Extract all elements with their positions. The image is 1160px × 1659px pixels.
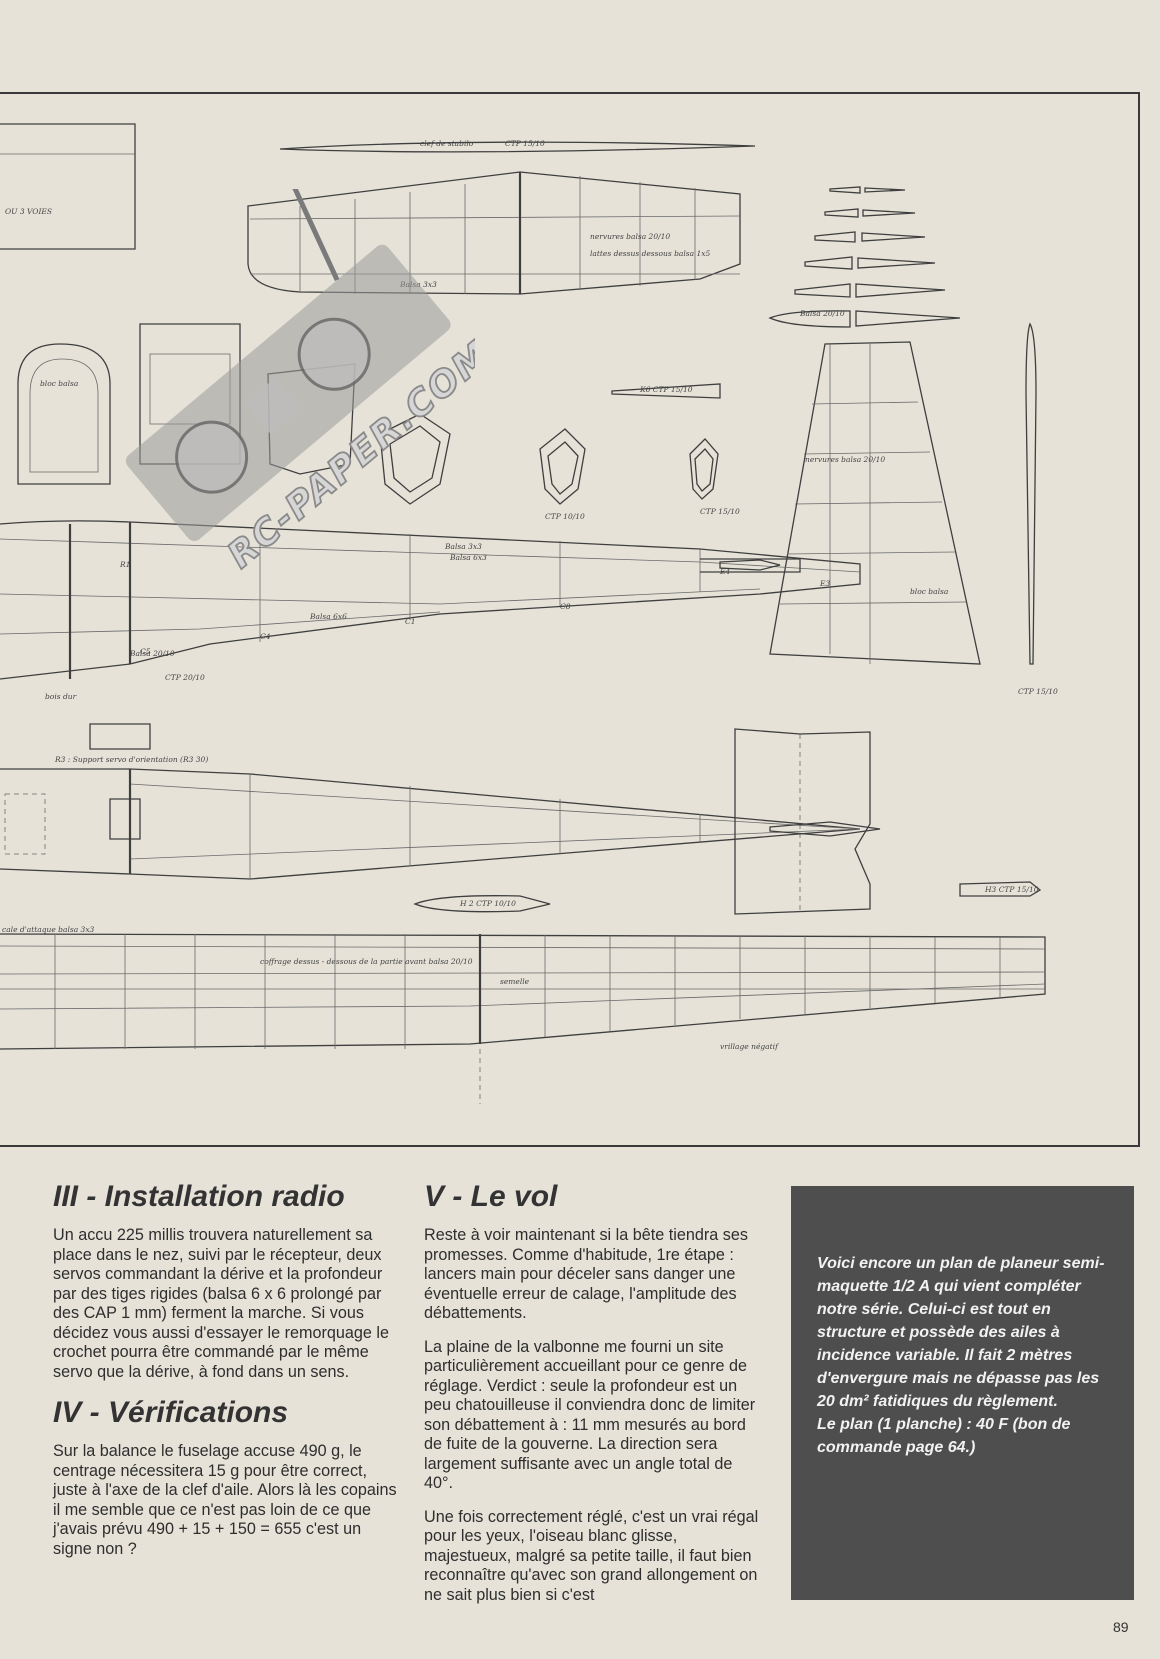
label-c8: C8 (560, 602, 571, 611)
info-box-text: Voici encore un plan de planeur semi-maq… (817, 1255, 1105, 1410)
stab-key-outline (279, 141, 756, 153)
label-k6: K6 CTP 15/10 (639, 385, 693, 394)
label-c5: C5 (140, 647, 151, 656)
label-balsa2-a: Balsa 20/10 (799, 309, 845, 318)
h3-rib (959, 881, 1042, 897)
label-ctp15-fin: CTP 15/10 (1018, 687, 1058, 696)
fuselage-formers: bloc balsa CTP 10/10 CTP 15/10 (17, 323, 740, 521)
label-ctp15-former: CTP 15/10 (700, 507, 740, 516)
label-nervures: nervures balsa 20/10 (590, 232, 670, 241)
tail-top-outline (734, 728, 871, 915)
label-ctp20: CTP 20/10 (165, 673, 205, 682)
fuselage-side: Balsa 3x3 Balsa 6x3 Balsa 6x6 Balsa 20/1… (0, 520, 861, 764)
label-r3-support: R3 : Support servo d'orientation (R3 30) (54, 755, 208, 764)
fuselage-top (0, 768, 861, 880)
label-nervures-fin: nervures balsa 20/10 (805, 455, 885, 464)
label-cale: cale d'attaque balsa 3x3 (2, 925, 95, 934)
stab-tip-piece (611, 383, 721, 399)
radio-box-outline (0, 123, 136, 250)
column-left: III - Installation radio Un accu 225 mil… (53, 1180, 397, 1573)
label-c1: C1 (405, 617, 416, 626)
label-lattes: lattes dessus dessous balsa 1x5 (590, 249, 710, 258)
label-bloc: bloc balsa (910, 587, 948, 596)
label-h2: H 2 CTP 10/10 (459, 899, 516, 908)
label-ctp15-a: CTP 15/10 (505, 139, 545, 148)
label-h3: H3 CTP 15/10 (984, 885, 1039, 894)
para-vol-1: Reste à voir maintenant si la bête tiend… (424, 1226, 748, 1322)
plan-svg: OU 3 VOIES clef de stabilo CTP 15/10 ner… (0, 123, 1058, 1104)
label-bloc-former: bloc balsa (40, 379, 78, 388)
label-coffrage: coffrage dessus - dessous de la partie a… (260, 957, 473, 966)
info-box-plan: Le plan (1 planche) : 40 F (bon de comma… (817, 1416, 1071, 1456)
fin-section (1025, 322, 1037, 665)
label-vrillage: vrillage négatif (720, 1042, 779, 1051)
heading-verif: IV - Vérifications (53, 1396, 289, 1429)
para-verif: Sur la balance le fuselage accuse 490 g,… (53, 1442, 397, 1558)
page-number: 89 (1113, 1619, 1129, 1635)
label-balsa2-fus: Balsa 20/10 (129, 649, 175, 658)
label-e4: E4 (719, 567, 730, 576)
label-semelle: semelle (500, 977, 530, 986)
label-voies: OU 3 VOIES (5, 207, 52, 216)
column-middle: V - Le vol Reste à voir maintenant si la… (424, 1180, 764, 1619)
plan-drawing: OU 3 VOIES clef de stabilo CTP 15/10 ner… (0, 92, 1140, 1147)
para-vol-2: La plaine de la valbonne me fourni un si… (424, 1337, 756, 1493)
tow-hook-block (89, 723, 151, 750)
label-r3: R1 (119, 560, 130, 569)
heading-radio: III - Installation radio (53, 1180, 345, 1213)
label-pivot: bois dur (45, 692, 77, 701)
label-balsa3x3-fus: Balsa 3x3 (444, 542, 482, 551)
para-vol-3: Une fois correctement réglé, c'est un vr… (424, 1507, 759, 1604)
label-clef: clef de stabilo (420, 139, 474, 148)
label-balsa6x3: Balsa 6x3 (449, 553, 487, 562)
heading-vol: V - Le vol (424, 1180, 558, 1213)
para-radio: Un accu 225 millis trouvera naturellemen… (53, 1226, 390, 1381)
wing-panel: cale d'attaque balsa 3x3 coffrage dessus… (0, 925, 1046, 1104)
label-balsa3x3-a: Balsa 3x3 (399, 280, 437, 289)
label-e3: E3 (819, 579, 830, 588)
fin-outline (769, 341, 981, 665)
label-ctp10-former: CTP 10/10 (545, 512, 585, 521)
info-box: Voici encore un plan de planeur semi-maq… (791, 1186, 1134, 1600)
h2-rib (413, 895, 551, 913)
tail-ribs: Balsa 20/10 (768, 186, 961, 328)
label-c4: C4 (260, 632, 271, 641)
label-balsa6x6: Balsa 6x6 (309, 612, 347, 621)
